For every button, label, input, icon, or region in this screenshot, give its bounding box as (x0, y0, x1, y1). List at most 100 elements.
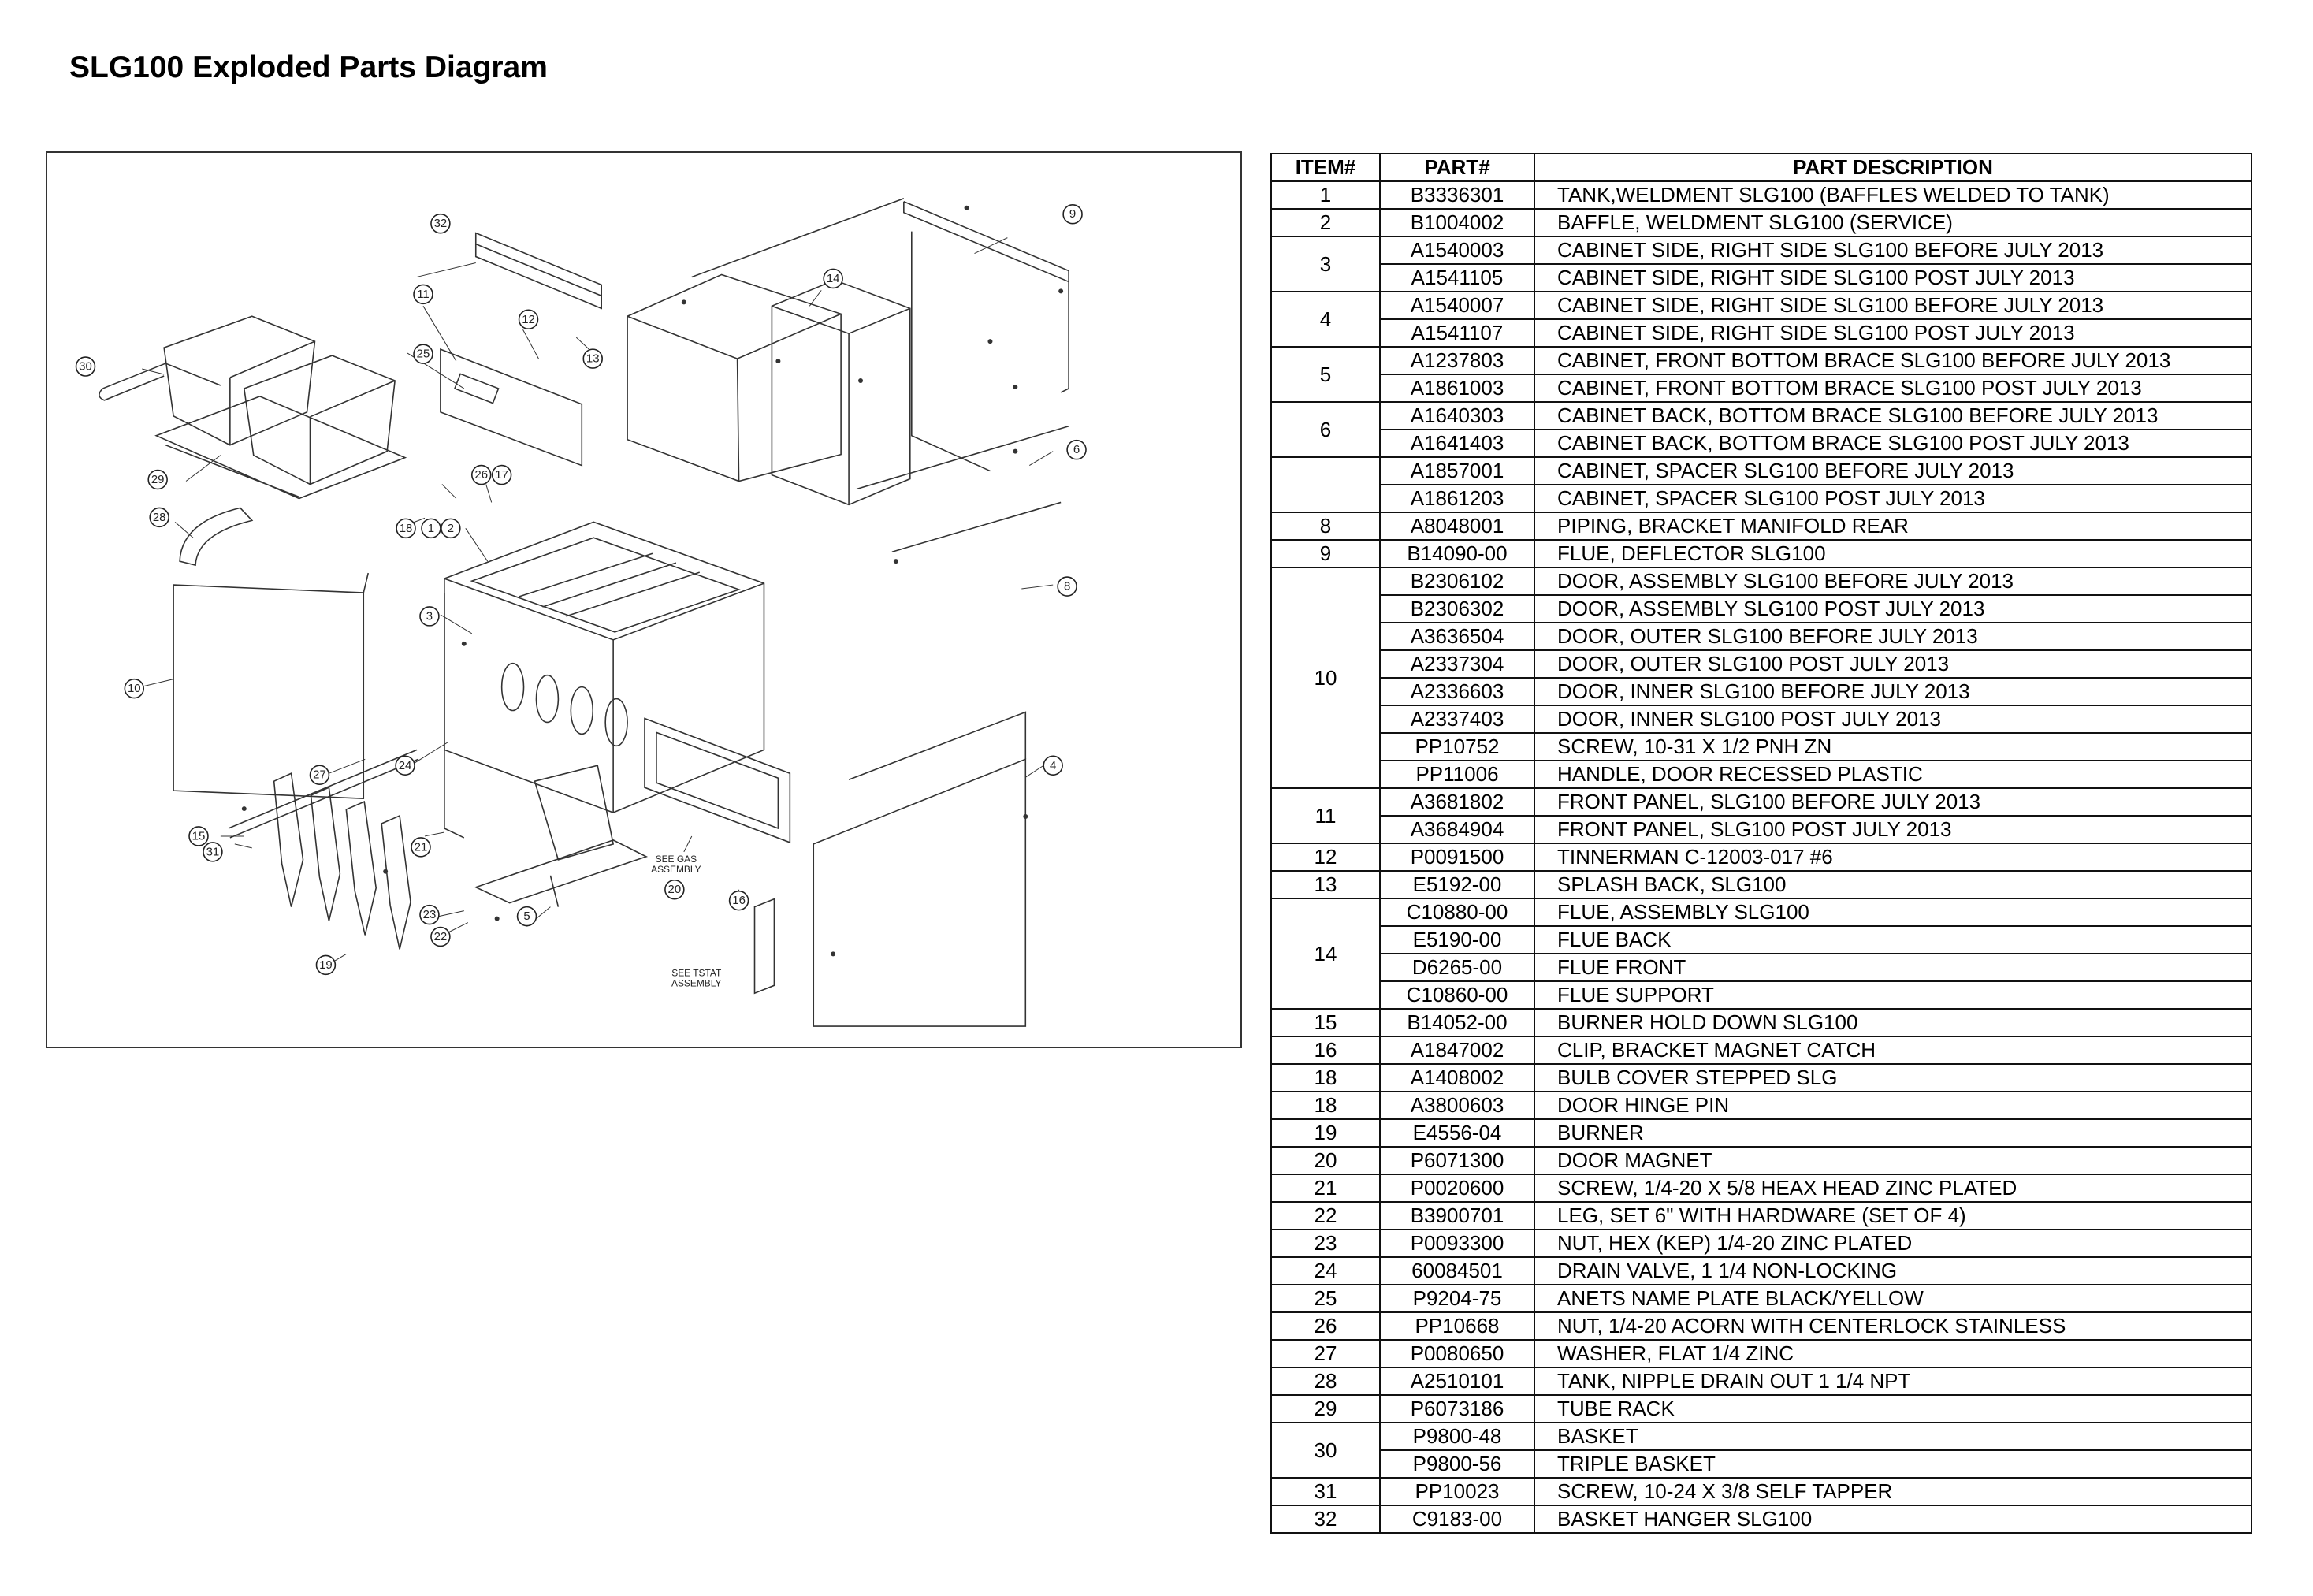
callout: 22 (430, 926, 451, 947)
callout: 21 (411, 837, 431, 858)
part-number-cell: P0020600 (1379, 1174, 1535, 1203)
part-number-cell: A1408002 (1379, 1063, 1535, 1092)
svg-text:2: 2 (448, 522, 454, 535)
exploded-diagram-drawing: SEE GAS ASSEMBLY SEE TSTAT ASSEMBLY 32 9… (75, 198, 1087, 1027)
item-number-cell (1270, 456, 1381, 513)
splash-back-part (627, 273, 842, 482)
part-number-cell: A1540003 (1379, 236, 1535, 265)
burner-part (381, 814, 411, 950)
part-description-cell: CABINET, FRONT BOTTOM BRACE SLG100 POST … (1534, 374, 2252, 403)
front-panel-part (440, 348, 583, 467)
part-description-cell: FLUE FRONT (1534, 953, 2252, 982)
callout: 24 (395, 755, 415, 776)
part-number-cell: P6073186 (1379, 1394, 1535, 1423)
part-number-cell: A3800603 (1379, 1091, 1535, 1120)
callout: 20 (664, 879, 685, 900)
callout: 27 (309, 765, 330, 785)
item-number-cell: 18 (1270, 1091, 1381, 1120)
callout: 3 (419, 606, 440, 627)
item-number-cell: 19 (1270, 1118, 1381, 1148)
part-description-cell: LEG, SET 6" WITH HARDWARE (SET OF 4) (1534, 1201, 2252, 1230)
svg-text:12: 12 (522, 313, 535, 326)
part-description-cell: DOOR, OUTER SLG100 POST JULY 2013 (1534, 649, 2252, 679)
svg-text:14: 14 (827, 272, 840, 285)
gas-valve-part (534, 765, 615, 907)
callout: 31 (203, 842, 223, 862)
svg-text:24: 24 (399, 759, 412, 772)
svg-text:30: 30 (79, 360, 92, 374)
basket-right-part (243, 355, 396, 485)
callout: 17 (491, 464, 512, 485)
callout: 13 (582, 348, 603, 369)
svg-text:17: 17 (495, 468, 508, 482)
svg-text:32: 32 (434, 217, 448, 230)
callout: 14 (823, 268, 843, 289)
svg-text:16: 16 (732, 894, 746, 907)
header-desc: PART DESCRIPTION (1534, 153, 2252, 182)
cabinet-side-right-part (813, 758, 1027, 1027)
svg-text:25: 25 (417, 348, 430, 361)
callout: 16 (728, 890, 749, 911)
item-number-cell: 24 (1270, 1256, 1381, 1285)
part-description-cell: SCREW, 10-24 X 3/8 SELF TAPPER (1534, 1477, 2252, 1506)
part-number-cell: B2306302 (1379, 594, 1535, 623)
item-number-cell: 9 (1270, 539, 1381, 568)
cabinet-side-left-part (444, 593, 465, 839)
item-number-cell: 30 (1270, 1422, 1381, 1479)
drain-nipple-part (179, 507, 254, 567)
item-number-cell: 28 (1270, 1367, 1381, 1396)
name-plate-part (453, 373, 500, 404)
cabinet-side-top-part (848, 711, 1027, 780)
basket-handle-part (99, 363, 221, 401)
part-description-cell: TUBE RACK (1534, 1394, 2252, 1423)
leader-lines (140, 237, 1054, 966)
part-description-cell: NUT, 1/4-20 ACORN WITH CENTERLOCK STAINL… (1534, 1311, 2252, 1341)
callout: 30 (75, 356, 96, 377)
part-description-cell: WASHER, FLAT 1/4 ZINC (1534, 1339, 2252, 1368)
callout: 28 (149, 507, 169, 528)
part-number-cell: B1004002 (1379, 208, 1535, 237)
flue-deflector-part (903, 201, 1069, 472)
item-number-cell: 21 (1270, 1174, 1381, 1203)
callout: 1 (421, 518, 441, 539)
note-tstat-line2: ASSEMBLY (671, 977, 722, 988)
burner-part (273, 772, 304, 907)
part-number-cell: A1640303 (1379, 401, 1535, 430)
part-description-cell: DOOR, OUTER SLG100 BEFORE JULY 2013 (1534, 622, 2252, 651)
item-number-cell: 3 (1270, 236, 1381, 292)
part-description-cell: SCREW, 10-31 X 1/2 PNH ZN (1534, 732, 2252, 761)
callout: 15 (188, 826, 209, 846)
part-number-cell: B3336301 (1379, 180, 1535, 210)
svg-text:27: 27 (313, 768, 326, 782)
tube-rack-part (154, 396, 407, 500)
part-number-cell: A1237803 (1379, 346, 1535, 375)
part-description-cell: CABINET BACK, BOTTOM BRACE SLG100 BEFORE… (1534, 401, 2252, 430)
page-title: SLG100 Exploded Parts Diagram (69, 50, 548, 84)
callout: 4 (1043, 755, 1063, 776)
item-number-cell: 29 (1270, 1394, 1381, 1423)
note-gas-line1: SEE GAS (656, 854, 697, 865)
burner-port (535, 674, 560, 724)
part-number-cell: A3684904 (1379, 815, 1535, 844)
part-number-cell: A1641403 (1379, 429, 1535, 458)
callout: 19 (315, 954, 337, 976)
part-number-cell: A3636504 (1379, 622, 1535, 651)
callout: 2 (441, 518, 461, 539)
